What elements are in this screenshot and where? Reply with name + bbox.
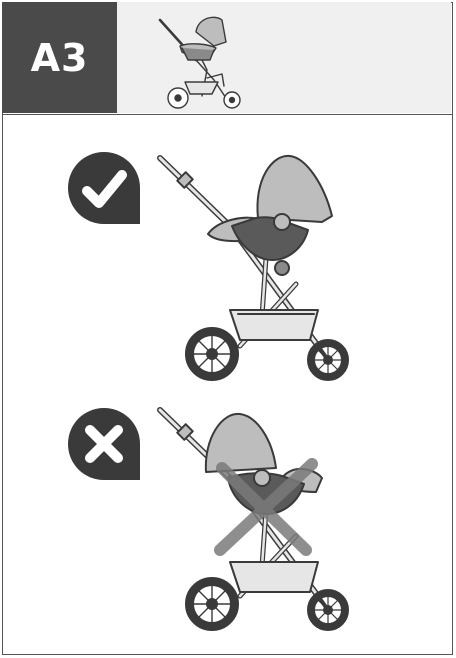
stroller-thumbnail-illustration — [152, 2, 272, 113]
step-header: A3 — [2, 2, 453, 115]
stroller-with-seat-correct-illustration — [160, 156, 348, 380]
incorrect-usage-panel — [0, 398, 456, 648]
header-thumbnail-area — [117, 2, 451, 113]
correct-usage-panel — [0, 118, 456, 388]
checkmark-badge-icon — [68, 152, 140, 224]
step-number-box: A3 — [2, 2, 117, 113]
cross-badge-icon — [68, 408, 140, 480]
step-label: A3 — [31, 36, 89, 80]
